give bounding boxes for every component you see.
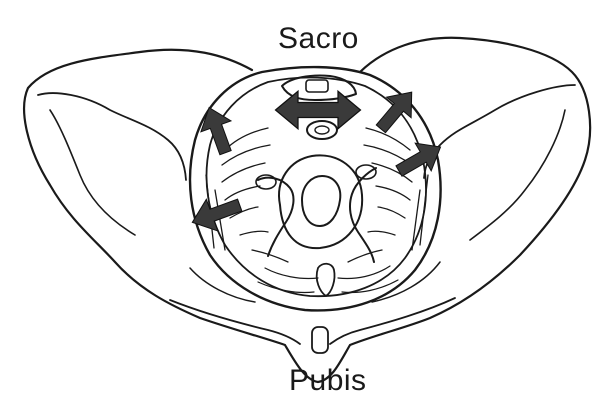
label-sacrum: Sacro (278, 22, 359, 56)
sacral-vertebra (306, 80, 328, 92)
arrow-upper-left (194, 102, 240, 158)
muscle-fibers-right (348, 128, 428, 262)
perineal-body (317, 264, 335, 296)
ilium-right-inner (424, 85, 575, 178)
obturator-left (190, 268, 255, 302)
pubic-ramus-right (330, 298, 455, 344)
ilium-left-inner (38, 93, 186, 180)
puborectalis-right-end (356, 165, 376, 179)
coccyx-inner (315, 126, 329, 134)
pelvis-outer-outline (24, 38, 590, 382)
urogenital-opening (302, 176, 340, 226)
arrow-layer (187, 82, 449, 238)
pubic-ramus-left (170, 300, 300, 344)
puborectalis-right (350, 168, 376, 262)
label-pubis: Pubis (289, 364, 367, 398)
ilium-left-crest (50, 110, 135, 235)
coccyx-oval (307, 121, 337, 139)
pubic-symphysis (312, 327, 328, 353)
